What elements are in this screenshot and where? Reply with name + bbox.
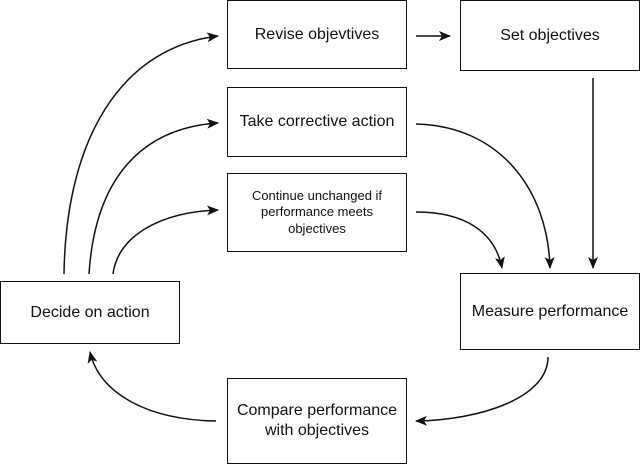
arrow-decide-to-revise [63,32,219,275]
measure-performance-label: Measure performance [471,302,629,320]
set-objectives-box: Set objectives [460,0,640,71]
take-corrective-action-label: Take corrective action [239,113,395,130]
continue-unchanged-label: Continue unchanged if performance meets … [251,188,383,236]
set-objectives-label: Set objectives [500,26,600,44]
arrow-continue-to-measure [415,211,505,269]
revise-objectives-label: Revise objevtives [254,25,380,43]
arrow-take-to-measure [415,123,555,269]
compare-performance-label: Compare performance with objectives [236,402,398,439]
decide-on-action-box: Decide on action [0,281,180,344]
compare-performance-box: Compare performance with objectives [227,378,407,464]
revise-objectives-box: Revise objevtives [227,0,407,69]
take-corrective-action-box: Take corrective action [227,87,407,157]
arrow-decide-to-continue [112,205,219,275]
arrow-decide-to-take [88,118,219,275]
arrow-measure-to-compare [415,356,549,426]
continue-unchanged-box: Continue unchanged if performance meets … [227,173,407,252]
decide-on-action-label: Decide on action [30,303,150,321]
measure-performance-box: Measure performance [460,273,640,350]
arrow-compare-to-decide [87,351,217,422]
